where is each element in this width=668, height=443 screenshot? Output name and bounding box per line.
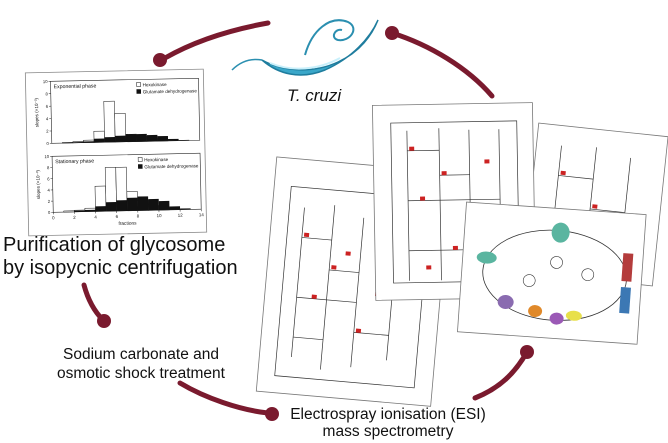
xtick-label-1-12: 12 [178,213,184,218]
ytick-label-1-4: 4 [47,188,50,193]
cycle-dots [97,26,534,421]
step-ms-line1: Electrospray ionisation (ESI) [290,406,486,423]
complex-red [621,253,634,282]
dot-bottom [265,407,279,421]
step-treatment-line1: Sodium carbonate and [63,346,219,363]
bar-gdh-0-4 [83,141,95,143]
legend-swatch-0-1 [136,89,142,94]
ytick-label-0-8: 8 [45,91,48,96]
xtick-label-1-6: 6 [116,214,119,219]
cycle-arrows [81,20,530,416]
bar-gdh-1-8 [126,197,138,211]
bar-hexokinase-1-2 [63,210,75,213]
bar-gdh-1-12 [169,206,181,210]
panel-title-0: Exponential phase [54,83,97,90]
complex-blue [619,286,631,314]
bar-gdh-1-10 [148,198,159,211]
bar-gdh-0-5 [94,138,105,143]
ytick-label-1-0: 0 [48,210,51,215]
legend-label-1-1: Glutamate dehydrogenase [144,163,199,169]
bar-gdh-0-7 [115,135,126,143]
legend-label-0-1: Glutamate dehydrogenase [143,88,198,94]
arc-top-left [162,20,271,61]
ytick-label-0-2: 2 [46,129,49,134]
bar-gdh-1-6 [105,202,117,212]
organism-label: T. cruzi [287,86,342,105]
bar-gdh-1-5 [95,206,107,212]
ylabel-1: slopes (×10⁻³) [35,169,41,199]
bar-gdh-1-4 [84,209,96,212]
arc-bottom [177,380,271,416]
dot-top-right [385,26,399,40]
xtick-label-1-14: 14 [199,212,205,217]
bar-gdh-0-13 [178,139,190,141]
arc-bottom-right [472,349,530,401]
bar-gdh-1-7 [116,200,128,211]
parasite-icon [231,19,379,76]
transporter-violet [549,312,564,325]
transporter-left [476,251,497,264]
arc-left [81,282,106,323]
transporter-orange [528,305,543,318]
bar-gdh-0-11 [157,135,169,142]
bar-hexokinase-0-6 [103,100,116,143]
dot-top-left [153,53,167,67]
legend-label-1-0: Hexokinase [144,157,169,163]
ytick-label-0-6: 6 [46,104,49,109]
transporter-top [551,222,570,243]
bar-gdh-1-11 [158,200,170,211]
arc-top-right [389,30,495,99]
xtick-label-1-10: 10 [157,213,163,218]
legend-swatch-1-1 [138,164,143,169]
panel-title-1: Stationary phase [55,158,94,165]
transporter-purple [497,294,514,309]
dot-left [97,314,111,328]
bar-gdh-0-10 [146,134,158,142]
ylabel-0: slopes (×10⁻³) [34,97,40,127]
xtick-label-1-0: 0 [52,215,55,220]
bar-gdh-1-13 [180,208,191,210]
xtick-label-1-2: 2 [73,215,76,220]
legend-label-0-0: Hexokinase [143,82,168,88]
ytick-label-1-6: 6 [47,176,50,181]
bar-gdh-0-12 [168,138,179,141]
bar-gdh-0-9 [136,133,147,142]
bar-gdh-0-8 [125,134,137,142]
ytick-label-0-10: 10 [43,79,48,84]
legend-swatch-0-0 [136,82,141,87]
step-treatment-line2: osmotic shock treatment [57,365,225,382]
step-purification-line2: by isopycnic centrifugation [3,257,238,279]
dot-bottom-right [520,345,534,359]
ytick-label-0-0: 0 [46,141,49,146]
bar-gdh-1-3 [74,210,85,212]
xtick-label-1-4: 4 [94,214,97,219]
ytick-label-1-8: 8 [47,165,50,170]
xtick-label-1-8: 8 [137,214,140,219]
bar-gdh-1-9 [137,196,149,211]
ytick-label-1-10: 10 [44,154,49,159]
xlabel-1: fractions [118,221,137,227]
ytick-label-1-2: 2 [48,199,51,204]
glycosome-diagram [457,201,647,345]
bar-hexokinase-0-2 [62,142,74,144]
bar-gdh-0-6 [104,137,116,143]
step-purification-line1: Purification of glycosome [3,234,226,256]
ytick-label-0-4: 4 [46,116,49,121]
bar-hexokinase-0-7 [114,113,127,143]
legend-swatch-1-0 [137,157,143,162]
bar-gdh-0-3 [72,142,84,143]
transporter-yellow [565,310,582,321]
step-ms-line2: mass spectrometry [322,423,454,440]
